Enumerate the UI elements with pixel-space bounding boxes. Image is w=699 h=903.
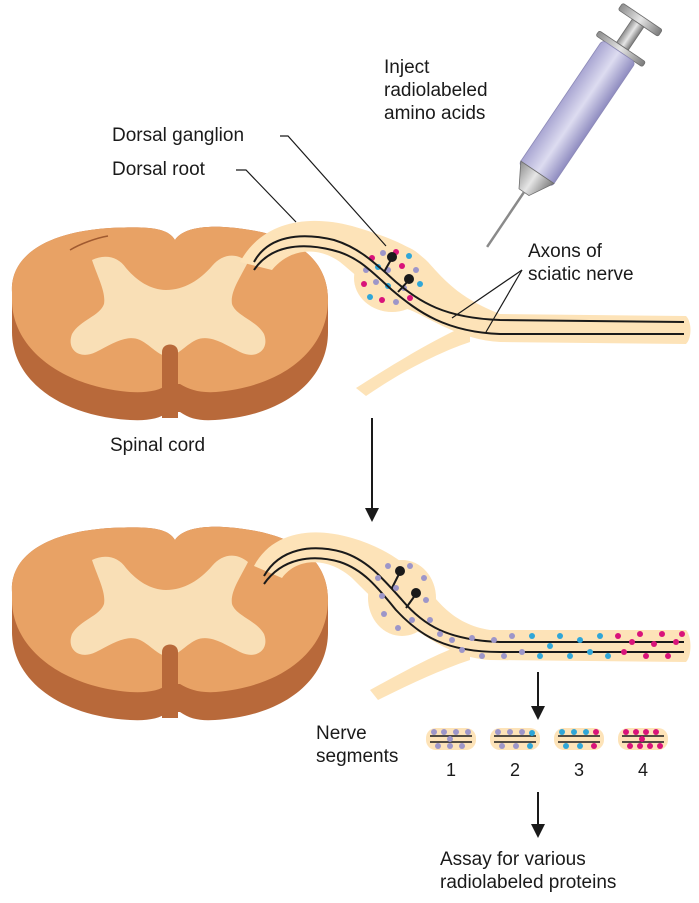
axons-label: Axons of sciatic nerve xyxy=(528,240,634,286)
nerve-segments-label: Nerve segments xyxy=(316,722,398,768)
nerve-segment-2 xyxy=(490,728,540,750)
axons-label-line-1: Axons of xyxy=(528,241,602,262)
nerve-segment-1 xyxy=(426,728,476,750)
axons-label-line-2: sciatic nerve xyxy=(528,264,634,285)
ventral-fissure xyxy=(162,344,178,418)
inject-label-line-1: Inject xyxy=(384,57,430,78)
dorsal-root-label: Dorsal root xyxy=(112,159,205,180)
ventral-root-top xyxy=(356,324,470,396)
dorsal-ganglion-leader xyxy=(280,135,387,247)
spinal-cord-top xyxy=(11,226,329,421)
down-arrow-icon xyxy=(365,418,379,522)
nerve-sheath-bottom xyxy=(254,532,691,662)
segment-number-2: 2 xyxy=(509,760,520,780)
segment-number-4: 4 xyxy=(637,760,648,780)
leader-lines-top xyxy=(236,135,523,333)
bottom-panel xyxy=(11,526,691,838)
assay-label: Assay for various radiolabeled proteins xyxy=(440,848,616,894)
assay-label-line-1: Assay for various xyxy=(440,849,586,870)
spinal-cord-label: Spinal cord xyxy=(110,435,206,456)
axons-leader-2 xyxy=(485,269,523,333)
inject-label: Inject radiolabeled amino acids xyxy=(384,56,488,125)
axons-leader-1 xyxy=(451,269,523,319)
inject-label-line-3: amino acids xyxy=(384,103,486,124)
segment-number-1: 1 xyxy=(445,760,456,780)
nerve-segment-4 xyxy=(618,728,668,750)
neuron-cell-body-b2 xyxy=(411,588,421,598)
assay-label-line-2: radiolabeled proteins xyxy=(440,872,617,893)
gray-matter-b xyxy=(70,555,266,656)
nerve-segments-label-line-2: segments xyxy=(316,746,399,767)
inject-label-line-2: radiolabeled xyxy=(384,80,488,101)
gray-matter xyxy=(70,255,266,356)
neuron-cell-body-b1 xyxy=(395,566,405,576)
segment-arrow-icon xyxy=(531,672,545,720)
assay-arrow-icon xyxy=(531,792,545,838)
nerve-segment-3 xyxy=(554,728,604,750)
neuron-cell-body-1 xyxy=(387,252,397,262)
syringe-icon xyxy=(486,3,663,248)
nerve-sheath-top xyxy=(240,220,691,344)
ventral-root-bottom xyxy=(370,642,470,700)
cord-dorsal-fissure xyxy=(69,235,109,251)
dorsal-root-leader xyxy=(236,169,297,223)
neuron-cell-body-2 xyxy=(404,274,414,284)
spinal-cord-bottom xyxy=(11,526,329,721)
transport-dots-bottom xyxy=(375,563,685,659)
segment-number-3: 3 xyxy=(573,760,584,780)
nerve-segments-label-line-1: Nerve xyxy=(316,723,367,744)
ventral-fissure-b xyxy=(162,644,178,718)
top-panel xyxy=(11,3,691,421)
dorsal-ganglion-label: Dorsal ganglion xyxy=(112,125,245,146)
